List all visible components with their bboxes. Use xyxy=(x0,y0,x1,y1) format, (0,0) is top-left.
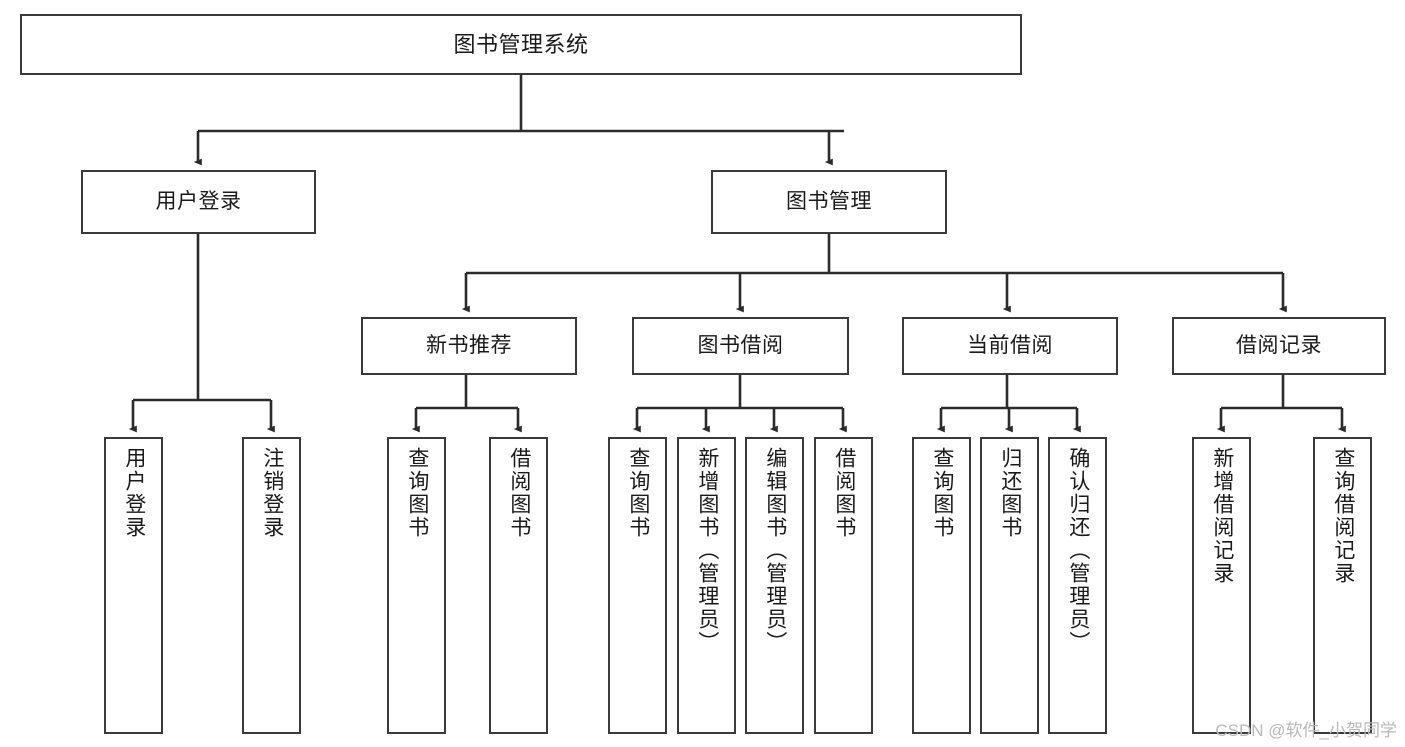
node-label: 图书借阅 xyxy=(697,333,784,357)
node-leaf-borrow-book-2[interactable]: 借阅图书 xyxy=(814,437,873,734)
node-leaf-query-book-1[interactable]: 查询图书 xyxy=(387,437,446,734)
node-current-borrow[interactable]: 当前借阅 xyxy=(902,317,1118,375)
node-leaf-logout-login[interactable]: 注销登录 xyxy=(242,437,301,734)
node-label: 查询图书 xyxy=(626,447,650,539)
node-label: 图书管理系统 xyxy=(453,31,589,57)
node-root-system[interactable]: 图书管理系统 xyxy=(20,14,1022,75)
node-label: 查询图书 xyxy=(405,447,429,539)
node-leaf-add-book[interactable]: 新增图书（管理员） xyxy=(677,437,736,734)
node-label: 确认归还（管理员） xyxy=(1066,447,1090,654)
node-book-borrow[interactable]: 图书借阅 xyxy=(632,317,849,375)
node-label: 用户登录 xyxy=(122,447,146,539)
node-label: 查询图书 xyxy=(930,447,954,539)
node-borrow-record[interactable]: 借阅记录 xyxy=(1172,317,1386,375)
node-label: 新增借阅记录 xyxy=(1210,447,1234,585)
node-label: 查询借阅记录 xyxy=(1331,447,1355,585)
node-label: 编辑图书（管理员） xyxy=(763,447,787,654)
node-user-login[interactable]: 用户登录 xyxy=(81,170,316,234)
node-book-management[interactable]: 图书管理 xyxy=(711,170,947,234)
node-leaf-return-book[interactable]: 归还图书 xyxy=(980,437,1039,734)
node-label: 新增图书（管理员） xyxy=(695,447,719,654)
node-new-book-recommend[interactable]: 新书推荐 xyxy=(361,317,577,375)
node-label: 借阅图书 xyxy=(507,447,531,539)
node-leaf-confirm-return[interactable]: 确认归还（管理员） xyxy=(1048,437,1107,734)
node-label: 注销登录 xyxy=(260,447,284,539)
node-label: 归还图书 xyxy=(998,447,1022,539)
node-label: 用户登录 xyxy=(155,189,242,213)
node-leaf-query-book-3[interactable]: 查询图书 xyxy=(912,437,971,734)
node-leaf-add-borrow-record[interactable]: 新增借阅记录 xyxy=(1192,437,1251,734)
node-label: 图书管理 xyxy=(786,189,872,213)
node-leaf-edit-book[interactable]: 编辑图书（管理员） xyxy=(745,437,804,734)
node-leaf-borrow-book-1[interactable]: 借阅图书 xyxy=(489,437,548,734)
node-label: 新书推荐 xyxy=(426,333,512,357)
node-leaf-query-borrow-record[interactable]: 查询借阅记录 xyxy=(1313,437,1372,734)
node-label: 借阅记录 xyxy=(1236,333,1322,357)
node-label: 当前借阅 xyxy=(967,333,1053,357)
node-leaf-query-book-2[interactable]: 查询图书 xyxy=(608,437,667,734)
node-leaf-user-login[interactable]: 用户登录 xyxy=(104,437,163,734)
node-label: 借阅图书 xyxy=(832,447,856,539)
watermark-credit: CSDN @软件_小贺同学 xyxy=(1215,721,1397,740)
